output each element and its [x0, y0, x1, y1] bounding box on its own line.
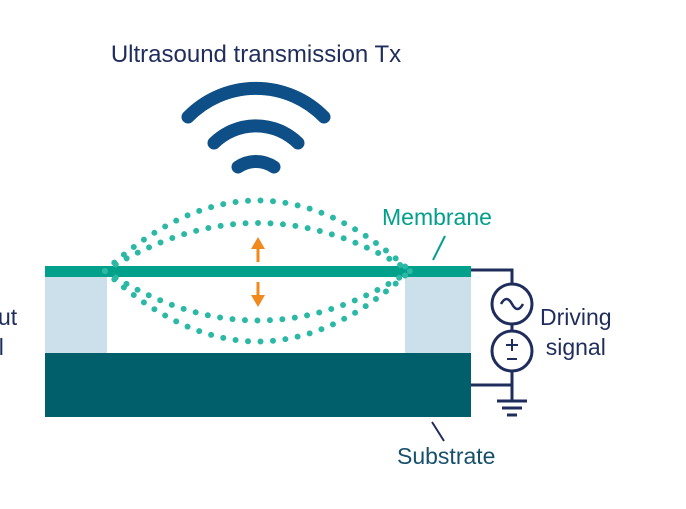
membrane-layer [45, 266, 471, 277]
arrow-up-icon [251, 237, 265, 262]
wave-small [231, 155, 281, 174]
membrane-deflection [102, 197, 413, 345]
driving-signal-line2: signal [545, 334, 606, 360]
spacer-left [45, 276, 107, 353]
dc-source-icon [490, 329, 534, 373]
deflection-upper-inner [102, 220, 413, 274]
wave-medium [207, 119, 305, 150]
deflection-upper-outer [102, 197, 413, 274]
driving-signal-label: Driving signal [540, 302, 612, 362]
substrate-leader [431, 421, 445, 442]
ac-source-icon [490, 282, 534, 326]
wave-large [181, 81, 331, 124]
diagram-title: Ultrasound transmission Tx [110, 41, 402, 68]
cut-off-label: ut al [0, 302, 17, 362]
substrate-label: Substrate [397, 443, 496, 469]
deflection-lower-inner [102, 268, 413, 324]
membrane-label: Membrane [382, 204, 492, 230]
cut-off-line2: al [0, 334, 4, 360]
driving-signal-line1: Driving [540, 304, 612, 330]
spacer-right [405, 276, 471, 353]
ground-icon [497, 399, 527, 417]
deflection-lower-outer [102, 268, 413, 345]
membrane-leader [432, 235, 446, 261]
substrate-block [45, 353, 471, 417]
wifi-wave-icon [181, 81, 331, 174]
arrow-down-icon [251, 282, 265, 307]
cut-off-line1: ut [0, 304, 18, 330]
